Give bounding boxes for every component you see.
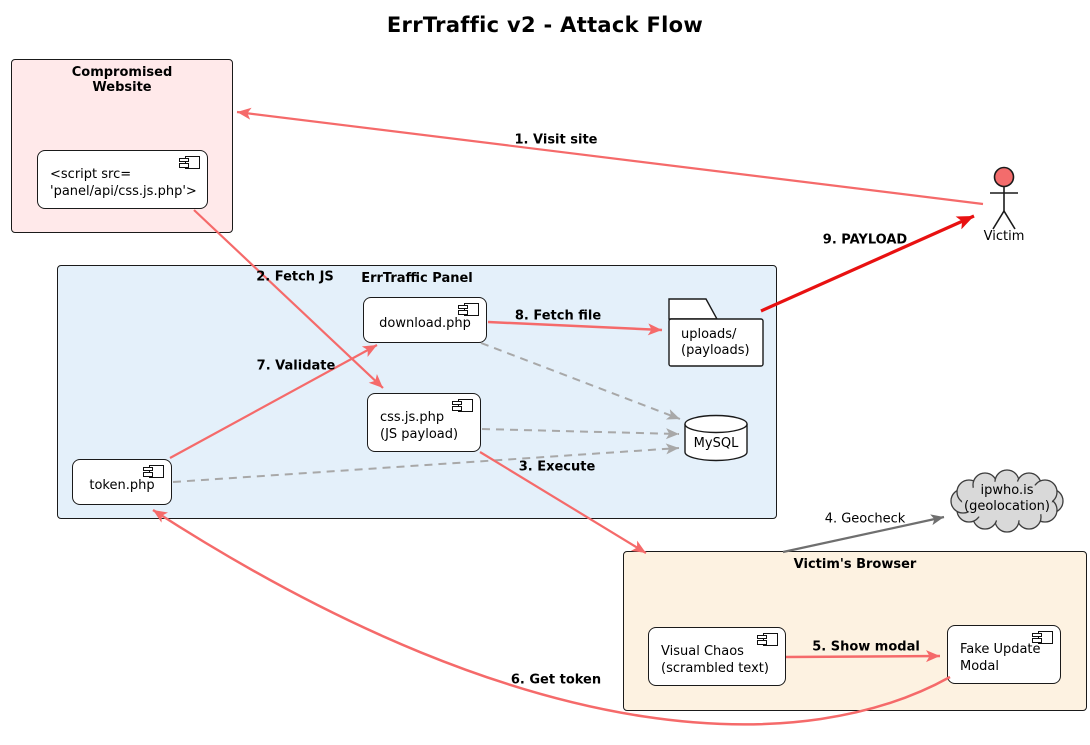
edge-label-fetch-file: 8. Fetch file	[514, 308, 602, 324]
edge-visit-site	[236, 107, 984, 206]
node-visual-chaos-label: Visual Chaos (scrambled text)	[661, 644, 769, 676]
node-download-php-label: download.php	[379, 316, 471, 331]
edge-label-geocheck: 4. Geocheck	[824, 511, 906, 527]
page-title: ErrTraffic v2 - Attack Flow	[386, 13, 704, 37]
node-fake-update-modal-label: Fake Update Modal	[960, 642, 1041, 674]
edge-label-get-token: 6. Get token	[510, 672, 602, 688]
group-victims-browser-label: Victim's Browser	[793, 557, 917, 572]
node-token-php-label: token.php	[89, 478, 155, 493]
node-download-php: download.php	[363, 297, 487, 343]
component-icon	[1032, 631, 1053, 645]
edge-label-fetch-js: 2. Fetch JS	[256, 269, 334, 285]
node-mysql-label: MySQL	[693, 436, 739, 451]
edge-payload	[760, 214, 975, 313]
component-icon	[143, 465, 164, 479]
node-fake-update-modal: Fake Update Modal	[947, 625, 1061, 684]
node-script-tag: <script src= 'panel/api/css.js.php'>	[37, 150, 208, 209]
node-visual-chaos: Visual Chaos (scrambled text)	[648, 627, 786, 686]
group-errtraffic-panel-label: ErrTraffic Panel	[361, 271, 473, 286]
group-compromised-website-label: Compromised Website	[71, 65, 173, 95]
edge-label-payload: 9. PAYLOAD	[822, 232, 908, 248]
edge-label-show-modal: 5. Show modal	[812, 639, 920, 655]
actor-icon	[990, 166, 1018, 230]
node-token-php: token.php	[72, 459, 172, 505]
edge-label-validate: 7. Validate	[256, 358, 336, 374]
node-css-js-php-label: css.js.php (JS payload)	[380, 410, 459, 442]
component-icon	[452, 399, 473, 413]
node-geo-cloud-label: ipwho.is (geolocation)	[964, 483, 1050, 514]
component-icon	[458, 303, 479, 317]
edge-label-visit-site: 1. Visit site	[514, 132, 598, 148]
node-script-tag-label: <script src= 'panel/api/css.js.php'>	[50, 167, 197, 199]
component-icon	[757, 633, 778, 647]
edge-label-execute: 3. Execute	[518, 459, 596, 475]
node-css-js-php: css.js.php (JS payload)	[367, 393, 481, 452]
node-victim-label: Victim	[983, 229, 1025, 244]
node-uploads-folder-label: uploads/ (payloads)	[681, 326, 750, 358]
component-icon	[179, 156, 200, 170]
